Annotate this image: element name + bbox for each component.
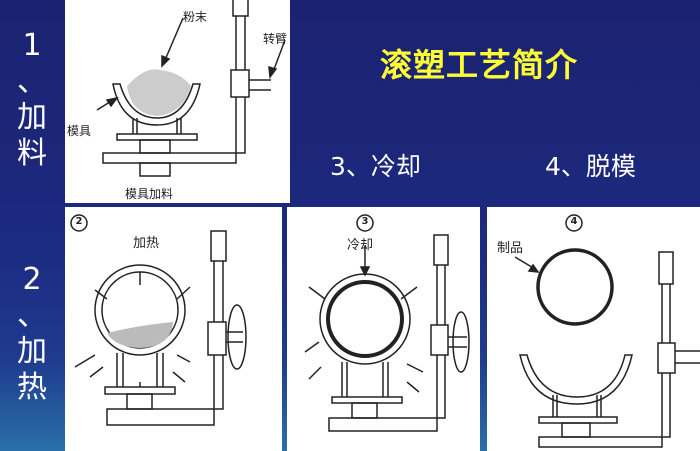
caption: 模具加料 <box>125 187 174 201</box>
demolding-diagram <box>514 214 700 448</box>
step4-heading: 4、脱模 <box>545 152 636 181</box>
product-label: 制品 <box>497 241 524 256</box>
side-char: 、 <box>17 298 47 333</box>
side-char: 料 <box>17 136 47 171</box>
side-char: 加 <box>17 334 47 369</box>
arm-label: 转臂 <box>263 32 288 46</box>
loading-diagram <box>96 0 286 177</box>
side-label-step2: 2 、 加 热 <box>10 262 54 406</box>
slide-title: 滚塑工艺简介 <box>380 46 579 84</box>
step-number: 3 <box>361 216 369 227</box>
side-char: 加 <box>17 100 47 135</box>
panel-loading: 粉末 转臂 模具 模具加料 <box>65 0 290 203</box>
side-char: 2 <box>22 262 42 297</box>
heating-label: 加热 <box>133 236 160 251</box>
cooling-diagram <box>304 214 470 432</box>
step-number: 4 <box>570 216 578 227</box>
powder-label: 粉末 <box>183 10 208 24</box>
heating-diagram <box>70 214 247 426</box>
step-number: 2 <box>75 216 83 227</box>
panel-heating: 2 加热 <box>65 207 282 451</box>
panel-demolding: 4 制品 <box>487 207 700 451</box>
panel-cooling: 3 冷却 <box>287 207 480 451</box>
cooling-label: 冷却 <box>347 238 374 253</box>
side-label-step1: 1 、 加 料 <box>10 28 54 172</box>
side-char: 1 <box>22 28 42 63</box>
side-char: 、 <box>17 64 47 99</box>
step3-heading: 3、冷却 <box>330 152 421 181</box>
side-char: 热 <box>17 370 47 405</box>
mold-label: 模具 <box>67 124 92 138</box>
